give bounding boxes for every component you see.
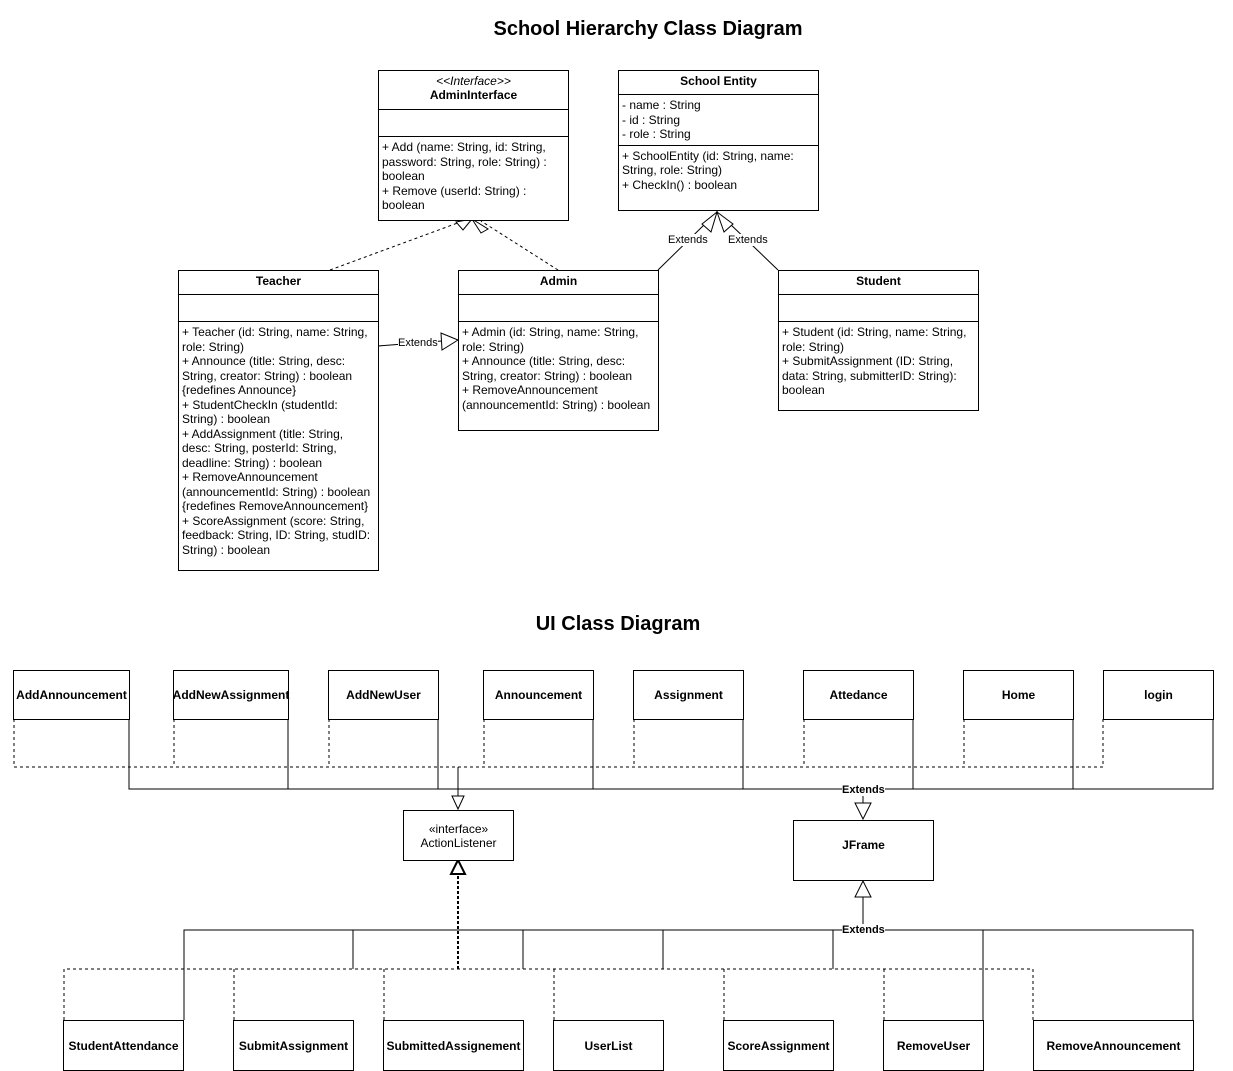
ui-class-attedance[interactable]: Attedance <box>803 670 914 720</box>
arrowhead-action-listener-top <box>451 795 465 811</box>
class-name: Admin <box>539 274 578 288</box>
ui-class-assignment[interactable]: Assignment <box>633 670 744 720</box>
method-line: + Announce (title: String, desc: String,… <box>182 354 353 397</box>
method-line: + Announce (title: String, desc: String,… <box>462 354 633 383</box>
attributes-section: - name : String - id : String - role : S… <box>619 95 818 146</box>
ui-class-add-announcement[interactable]: AddAnnouncement <box>13 670 130 720</box>
class-header: Teacher <box>179 271 378 295</box>
class-name: School Entity <box>680 74 757 88</box>
class-header: Admin <box>459 271 658 295</box>
method-line: + Remove (userId: String) : boolean <box>382 183 527 213</box>
extends-label-teacher: Extends <box>398 337 438 349</box>
extends-label-jframe-bottom: Extends <box>842 924 885 936</box>
attribute-line: - role : String <box>622 127 691 141</box>
arrowhead-jframe-bottom <box>854 879 872 898</box>
admin-realization-edge <box>480 220 559 271</box>
extends-label-student: Extends <box>728 234 768 246</box>
arrowhead-teacher-extends <box>440 332 460 351</box>
ui-class-remove-announcement[interactable]: RemoveAnnouncement <box>1033 1020 1194 1071</box>
arrowhead-admin-realization <box>471 218 489 234</box>
school-diagram-title: School Hierarchy Class Diagram <box>493 18 803 40</box>
teacher-realization-edge <box>329 220 464 271</box>
interface-name: ActionListener <box>420 835 497 850</box>
method-line: + CheckIn() : boolean <box>622 177 738 192</box>
ui-class-home[interactable]: Home <box>963 670 1074 720</box>
methods-section: + SchoolEntity (id: String, name: String… <box>619 146 818 196</box>
methods-section: + Add (name: String, id: String, passwor… <box>379 137 568 216</box>
ui-diagram-title: UI Class Diagram <box>535 613 701 635</box>
method-line: + Add (name: String, id: String, passwor… <box>382 140 547 183</box>
arrowhead-action-listener-bottom <box>449 857 467 875</box>
method-line: + RemoveAnnouncement (announcementId: St… <box>462 383 651 412</box>
method-line: + Teacher (id: String, name: String, rol… <box>182 325 368 354</box>
arrowhead-jframe-top <box>854 802 872 821</box>
top-extends-bus <box>128 719 1214 790</box>
jframe-class[interactable]: JFrame <box>793 820 934 881</box>
attributes-section <box>379 110 568 137</box>
stereotype-label: <<Interface>> <box>436 74 511 88</box>
extends-label-admin: Extends <box>668 234 708 246</box>
admin-extends-edge <box>657 221 708 271</box>
top-realization-bus <box>13 719 1104 768</box>
method-line: + Admin (id: String, name: String, role:… <box>462 325 639 354</box>
attribute-line: - name : String <box>622 98 701 112</box>
school-entity-class[interactable]: School Entity - name : String - id : Str… <box>618 70 819 211</box>
class-name: Student <box>856 274 901 288</box>
ui-class-remove-user[interactable]: RemoveUser <box>883 1020 984 1071</box>
ui-class-announcement[interactable]: Announcement <box>483 670 594 720</box>
bottom-extends-bus <box>183 929 1194 1020</box>
attributes-section <box>179 295 378 322</box>
method-line: + RemoveAnnouncement (announcementId: St… <box>182 470 371 513</box>
method-line: + Student (id: String, name: String, rol… <box>782 325 967 354</box>
bottom-realization-bus <box>63 968 1034 1020</box>
class-header: School Entity <box>619 71 818 95</box>
ui-class-submit-assignment[interactable]: SubmitAssignment <box>233 1020 354 1071</box>
method-line: + SubmitAssignment (ID: String, data: St… <box>782 354 957 397</box>
method-line: + AddAssignment (title: String, desc: St… <box>182 426 344 470</box>
action-listener-interface[interactable]: «interface» ActionListener <box>403 810 514 861</box>
methods-section: + Teacher (id: String, name: String, rol… <box>179 322 378 560</box>
methods-section: + Student (id: String, name: String, rol… <box>779 322 978 401</box>
teacher-class[interactable]: Teacher + Teacher (id: String, name: Str… <box>178 270 379 571</box>
student-class[interactable]: Student + Student (id: String, name: Str… <box>778 270 979 411</box>
ui-class-score-assignment[interactable]: ScoreAssignment <box>723 1020 834 1071</box>
class-header: Student <box>779 271 978 295</box>
arrowhead-admin-extends <box>701 210 718 233</box>
class-name: AdminInterface <box>429 88 518 102</box>
class-header: <<Interface>> AdminInterface <box>379 71 568 110</box>
attributes-section <box>459 295 658 322</box>
method-line: + StudentCheckIn (studentId: String) : b… <box>182 397 338 427</box>
method-line: + ScoreAssignment (score: String, feedba… <box>182 513 371 557</box>
ui-class-student-attendance[interactable]: StudentAttendance <box>63 1020 184 1071</box>
ui-class-login[interactable]: login <box>1103 670 1214 720</box>
student-extends-edge <box>727 221 779 271</box>
extends-label-jframe-top: Extends <box>842 784 885 796</box>
ui-class-add-new-assignment[interactable]: AddNewAssignment <box>173 670 289 720</box>
admin-class[interactable]: Admin + Admin (id: String, name: String,… <box>458 270 659 431</box>
ui-class-user-list[interactable]: UserList <box>553 1020 664 1071</box>
ui-class-add-new-user[interactable]: AddNewUser <box>328 670 439 720</box>
methods-section: + Admin (id: String, name: String, role:… <box>459 322 658 415</box>
attributes-section <box>779 295 978 322</box>
class-name: Teacher <box>255 274 302 288</box>
ui-class-submitted-assignement[interactable]: SubmittedAssignement <box>383 1020 524 1071</box>
stereotype-label: «interface» <box>428 821 489 836</box>
arrowhead-student-extends <box>715 210 734 233</box>
attribute-line: - id : String <box>622 112 681 127</box>
admin-interface-class[interactable]: <<Interface>> AdminInterface + Add (name… <box>378 70 569 221</box>
method-line: + SchoolEntity (id: String, name: String… <box>622 148 794 178</box>
